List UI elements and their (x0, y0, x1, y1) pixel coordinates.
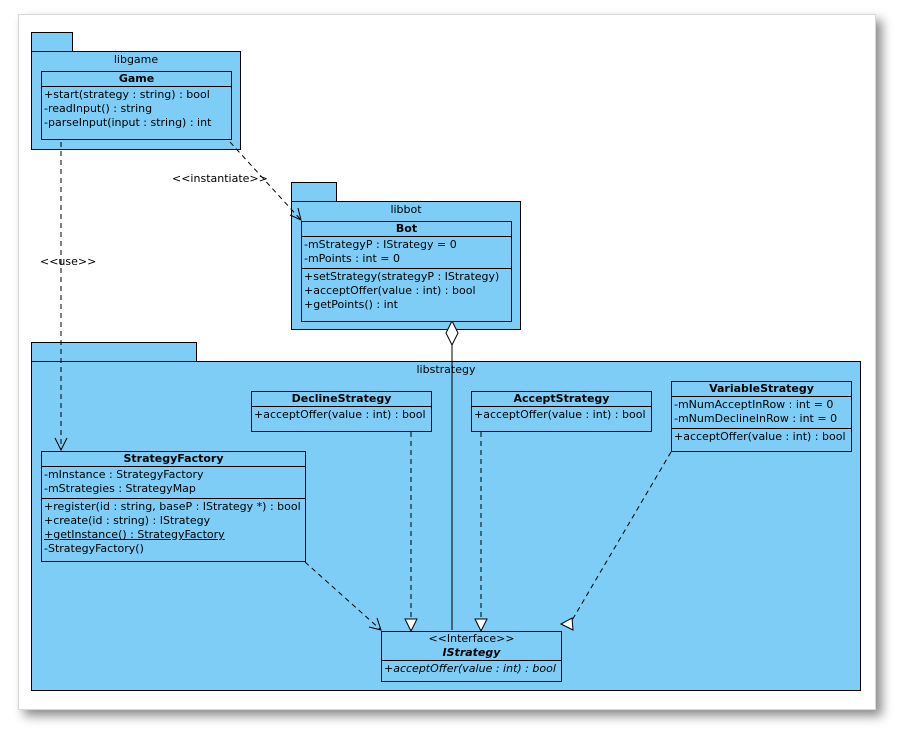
class-strategy-factory-operations: +register(id : string, baseP : IStrategy… (42, 499, 305, 558)
class-variable-strategy-attributes: -mNumAcceptInRow : int = 0 -mNumDeclineI… (672, 397, 851, 429)
factory-dependency-line (304, 561, 382, 631)
operation: +start(strategy : string) : bool (44, 88, 210, 101)
class-decline-strategy: DeclineStrategy +acceptOffer(value : int… (251, 391, 432, 432)
interface-istrategy: <<Interface>> IStrategy +acceptOffer(val… (381, 631, 562, 682)
interface-istrategy-header: <<Interface>> IStrategy (382, 632, 561, 661)
decline-realization-head (404, 618, 418, 633)
libbot-package-name: libbot (390, 203, 422, 216)
class-decline-strategy-name: DeclineStrategy (252, 392, 431, 407)
use-arrowhead (54, 437, 68, 452)
class-variable-strategy-operations: +acceptOffer(value : int) : bool (672, 429, 851, 446)
operation: -StrategyFactory() (44, 542, 144, 555)
instantiate-arrowhead (289, 207, 302, 221)
class-strategy-factory-attributes: -mInstance : StrategyFactory -mStrategie… (42, 467, 305, 499)
class-strategy-factory: StrategyFactory -mInstance : StrategyFac… (41, 451, 306, 562)
class-accept-strategy-name: AcceptStrategy (472, 392, 651, 407)
libstrategy-package-name: libstrategy (416, 363, 476, 376)
interface-istrategy-operations: +acceptOffer(value : int) : bool (382, 661, 561, 678)
aggregation-diamond (445, 319, 459, 347)
class-decline-strategy-operations: +acceptOffer(value : int) : bool (252, 407, 431, 424)
operation: +acceptOffer(value : int) : bool (304, 284, 476, 297)
interface-stereotype: <<Interface>> (428, 632, 515, 645)
operation: +getPoints() : int (304, 298, 398, 311)
attribute: -mNumAcceptInRow : int = 0 (674, 398, 834, 411)
static-operation: +getInstance() : StrategyFactory (44, 528, 225, 541)
operation: +setStrategy(strategyP : IStrategy) (304, 270, 500, 283)
libgame-package-name: libgame (113, 53, 159, 66)
operation: +acceptOffer(value : int) : bool (254, 408, 426, 421)
use-label: <<use>> (40, 255, 97, 268)
class-variable-strategy-name: VariableStrategy (672, 382, 851, 397)
class-accept-strategy-operations: +acceptOffer(value : int) : bool (472, 407, 651, 424)
attribute: -mStrategies : StrategyMap (44, 482, 196, 495)
instantiate-label: <<instantiate>> (172, 172, 268, 185)
class-strategy-factory-name: StrategyFactory (42, 452, 305, 467)
class-bot-attributes: -mStrategyP : IStrategy = 0 -mPoints : i… (302, 237, 511, 269)
class-bot-name: Bot (302, 222, 511, 237)
class-game-name: Game (42, 72, 231, 87)
operation: +acceptOffer(value : int) : bool (474, 408, 646, 421)
operation: +register(id : string, baseP : IStrategy… (44, 500, 301, 513)
class-variable-strategy: VariableStrategy -mNumAcceptInRow : int … (671, 381, 852, 452)
interface-istrategy-name: IStrategy (442, 646, 501, 659)
variable-realization-line (570, 451, 672, 623)
class-accept-strategy: AcceptStrategy +acceptOffer(value : int)… (471, 391, 652, 432)
variable-realization-head (559, 617, 574, 631)
accept-realization-head (474, 618, 488, 633)
attribute: -mStrategyP : IStrategy = 0 (304, 238, 457, 251)
attribute: -mInstance : StrategyFactory (44, 468, 204, 481)
attribute: -mNumDeclineInRow : int = 0 (674, 412, 838, 425)
operation: -parseInput(input : string) : int (44, 116, 212, 129)
operation: -readInput() : string (44, 102, 153, 115)
factory-arrowhead (368, 617, 382, 631)
class-game-operations: +start(strategy : string) : bool -readIn… (42, 87, 231, 132)
class-bot-operations: +setStrategy(strategyP : IStrategy) +acc… (302, 269, 511, 314)
operation: +create(id : string) : IStrategy (44, 514, 211, 527)
class-bot: Bot -mStrategyP : IStrategy = 0 -mPoints… (301, 221, 512, 322)
abstract-operation: +acceptOffer(value : int) : bool (384, 662, 556, 675)
class-game: Game +start(strategy : string) : bool -r… (41, 71, 232, 140)
operation: +acceptOffer(value : int) : bool (674, 430, 846, 443)
attribute: -mPoints : int = 0 (304, 252, 400, 265)
